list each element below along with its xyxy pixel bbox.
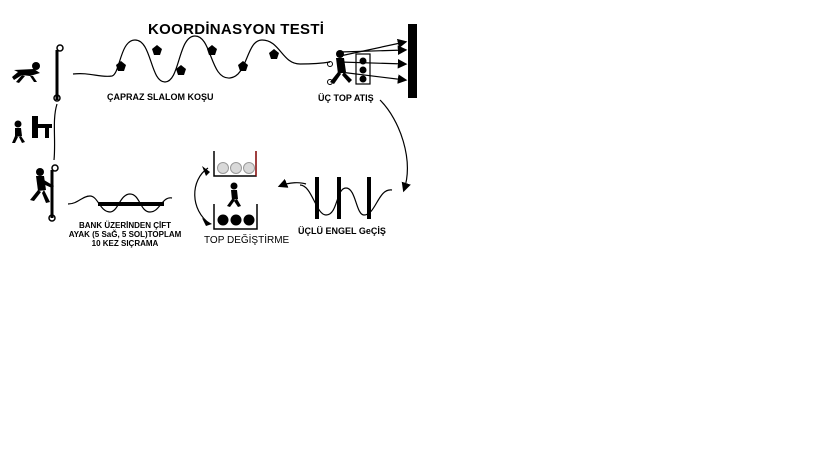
runner-icon (227, 182, 241, 207)
label-slalom: ÇAPRAZ SLALOM KOŞU (107, 92, 214, 102)
thrower-icon (327, 50, 352, 85)
ball-full (230, 214, 242, 226)
cone-2 (152, 45, 162, 55)
label-hurdles: ÜÇLÜ ENGEL GeÇİŞ (298, 226, 386, 236)
label-bench-line-2: AYAK (5 SaĞ, 5 SOL)TOPLAM (68, 230, 182, 239)
ball-box-top (213, 151, 257, 177)
jump-wave (67, 193, 173, 213)
triple-hurdles (315, 177, 371, 219)
seated-figure-icon (12, 120, 25, 143)
crouching-runner-icon (12, 62, 40, 83)
ball-box-bottom (213, 204, 258, 230)
cone-4 (207, 45, 217, 55)
start-pole (53, 44, 64, 102)
page-title: KOORDİNASYON TESTİ (148, 21, 325, 38)
finish-pole (48, 164, 59, 222)
ball-empty (243, 162, 255, 174)
swap-arrow-head-down (202, 218, 212, 226)
ball-full (217, 214, 229, 226)
cone-5 (238, 61, 248, 71)
ball-full (243, 214, 255, 226)
arrow-throw-to-hurdles (379, 99, 411, 193)
left-connector (53, 103, 58, 161)
throw-wall (408, 24, 417, 98)
cone-1 (116, 61, 126, 71)
label-ball-swap: TOP DEĞİŞTİRME (204, 235, 290, 246)
sprinter-icon (30, 168, 54, 203)
chair-icon (32, 116, 52, 138)
label-bench-line-1: BANK ÜZERİNDEN ÇİFT (79, 221, 171, 230)
label-throw: ÜÇ TOP ATIŞ (318, 93, 374, 103)
swap-arrow-head-up (202, 166, 210, 176)
cone-6 (269, 49, 279, 59)
bench (98, 202, 164, 206)
hurdle-path (299, 184, 393, 216)
ball-empty (230, 162, 242, 174)
label-bench: BANK ÜZERİNDEN ÇİFT AYAK (5 SaĞ, 5 SOL)T… (60, 221, 190, 248)
label-bench-line-3: 10 KEZ SIÇRAMA (91, 239, 159, 248)
slalom-path (72, 35, 331, 83)
throw-lanes (339, 38, 408, 85)
slalom-cones (116, 45, 279, 75)
arrow-hurdles-to-swap (277, 178, 307, 188)
cone-3 (176, 65, 186, 75)
ball-empty (217, 162, 229, 174)
swap-arrow (194, 167, 211, 225)
throw-balls (359, 57, 367, 83)
